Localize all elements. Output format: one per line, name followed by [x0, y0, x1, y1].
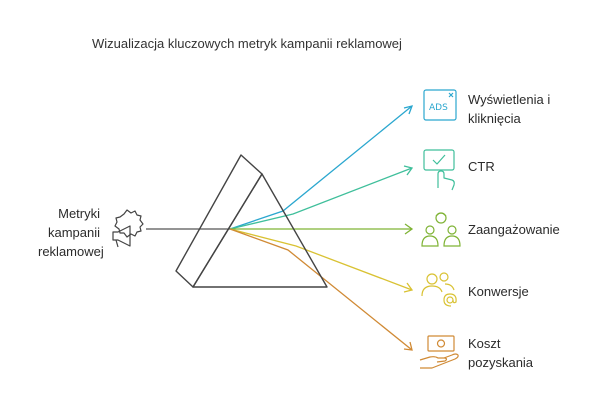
ray-acquisition-cost [229, 228, 413, 351]
megaphone-gear-icon [112, 209, 144, 248]
ray-impressions [229, 105, 413, 230]
ray-ctr-arrow [403, 165, 414, 176]
ads-icon-text: ADS [429, 103, 448, 113]
ray-conversions [229, 228, 413, 291]
input-label: Metryki kampanii reklamowej [38, 206, 104, 259]
touch-screen-icon [423, 149, 455, 191]
people-at-icon [421, 272, 457, 307]
ray-impressions-arrow [403, 105, 414, 115]
output-label-engagement: Zaangażowanie [468, 222, 560, 237]
output-label-conversions: Konwersje [468, 284, 529, 299]
people-group-icon [421, 212, 461, 247]
money-hand-icon [419, 335, 459, 369]
ray-acquisition-cost-arrow [403, 341, 413, 351]
prism-side-face [175, 154, 263, 288]
ray-engagement-arrow [404, 223, 414, 235]
diagram-title: Wizualizacja kluczowych metryk kampanii … [92, 36, 402, 51]
ray-conversions-arrow [403, 282, 414, 293]
output-label-acquisition-cost: Koszt pozyskania [468, 336, 534, 370]
output-label-ctr: CTR [468, 159, 495, 174]
output-label-impressions: Wyświetlenia i kliknięcia [468, 92, 551, 126]
ads-icon: ADS [423, 89, 457, 121]
ray-ctr [229, 167, 413, 230]
